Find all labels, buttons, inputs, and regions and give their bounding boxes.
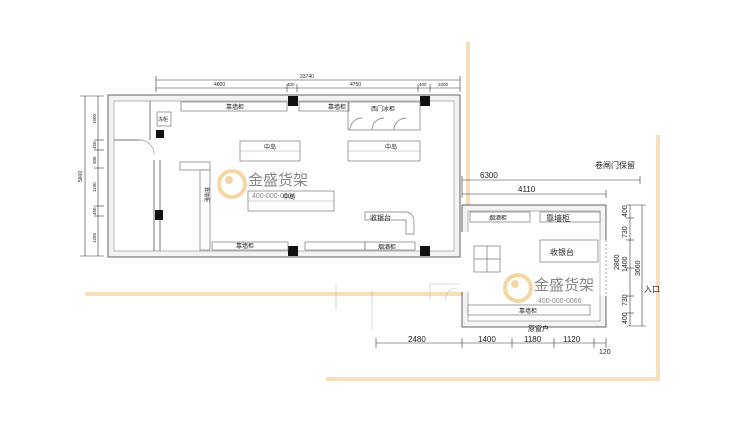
top-dimension-line <box>155 76 461 92</box>
wall-shelf-top <box>180 101 350 112</box>
svg-text:金盛货架: 金盛货架 <box>534 276 594 294</box>
dim-right-2: 730 <box>622 226 629 238</box>
wall-cabinet-bottom <box>467 304 591 316</box>
watermark-left: 金盛货架 400-000-0066 <box>217 169 308 200</box>
cashier-right <box>539 239 599 263</box>
dim-right-4: 1400 <box>622 256 629 272</box>
dim-left-5: 450 <box>92 207 97 215</box>
cashier-label: 收银台 <box>370 213 391 222</box>
dim-left-6: 1250 <box>92 232 97 243</box>
wall-cabinet-bottom-label: 靠墙柜 <box>519 307 537 315</box>
left-plan: 靠墙柜 靠墙柜 冻柜 西门冰柜 中岛 中岛 中岛 靠墙柜 <box>78 74 461 258</box>
drinks-fridge <box>347 101 421 131</box>
dim-bottom-1: 2480 <box>408 335 426 344</box>
dim-6300: 6300 <box>480 171 498 180</box>
wall-shelf-top-label: 靠墙柜 <box>226 103 244 111</box>
back-door-label: 原窗户 <box>528 324 549 333</box>
right-plan: 烟酒柜 靠墙柜 收银台 靠墙柜 卷闸门保留 入口 原窗户 6300 4110 <box>335 160 660 356</box>
island-3-label: 中岛 <box>283 193 295 201</box>
island-1-label: 中岛 <box>264 143 276 151</box>
storage-boxes <box>473 245 501 273</box>
wall-shelf-left <box>179 161 211 251</box>
right-bottom-dimensions <box>375 338 607 348</box>
dim-top-2: 400 <box>287 82 295 87</box>
dim-bottom-5: 120 <box>599 349 611 356</box>
column <box>288 96 298 106</box>
entrance-label: 入口 <box>644 285 660 294</box>
dim-top-4: 400 <box>419 82 427 87</box>
tobacco-cabinet-label: 烟酒柜 <box>378 243 396 251</box>
wall-cabinet-right-label: 靠墙柜 <box>546 213 570 223</box>
dim-left-total: 5600 <box>78 171 84 182</box>
right-top-dimensions <box>461 176 641 198</box>
cashier-right-label: 收银台 <box>550 247 574 257</box>
tall-cabinet <box>156 111 172 127</box>
dim-bottom-4: 1120 <box>563 335 581 344</box>
dim-top-total: 33740 <box>300 74 314 80</box>
shutter-label: 卷闸门保留 <box>595 160 635 170</box>
island-2-label: 中岛 <box>385 143 397 151</box>
watermark-right: 金盛货架 400-000-0066 <box>503 273 594 305</box>
tobacco-cabinet-right-label: 烟酒柜 <box>489 214 507 222</box>
svg-text:金盛货架: 金盛货架 <box>248 171 308 189</box>
column <box>288 246 298 256</box>
dim-bottom-3: 1180 <box>524 335 542 344</box>
drinks-fridge-label: 西门冰柜 <box>371 105 395 113</box>
dim-left-1: 1900 <box>92 113 97 124</box>
dim-right-5: 730 <box>622 294 629 306</box>
wall-shelf-top2-label: 靠墙柜 <box>328 103 346 111</box>
dim-right-6: 400 <box>622 312 629 324</box>
column <box>156 130 164 138</box>
dim-left-2: 450 <box>92 141 97 149</box>
wall-shelf-bottom <box>211 241 416 251</box>
right-side-dimensions <box>626 204 646 327</box>
dim-right-3: 2860 <box>614 254 621 270</box>
dim-top-3: 4750 <box>350 82 361 88</box>
svg-text:400-000-0066: 400-000-0066 <box>252 193 296 200</box>
wall-shelf-bottom-label: 靠墙柜 <box>236 242 254 250</box>
dim-bottom-2: 1400 <box>478 335 496 344</box>
wall-shelf-left-label: 靠墙柜 <box>203 187 210 202</box>
tobacco-cabinet-right <box>469 211 531 223</box>
wall-cabinet-right <box>539 211 601 223</box>
dim-right-total: 3660 <box>635 260 642 276</box>
cashier-counter <box>364 211 415 235</box>
column <box>420 96 430 106</box>
svg-text:400-000-0066: 400-000-0066 <box>538 298 582 305</box>
dim-top-5: 1000 <box>438 82 449 87</box>
left-dimension-line <box>80 95 104 257</box>
column <box>155 210 163 220</box>
dim-top-1: 4600 <box>214 82 225 88</box>
column <box>420 246 430 256</box>
tall-cabinet-label: 冻柜 <box>158 116 168 123</box>
dim-left-4: 1100 <box>92 182 97 192</box>
dim-4110: 4110 <box>518 185 536 194</box>
dim-right-1: 400 <box>622 205 629 217</box>
dim-left-3: 900 <box>92 156 97 164</box>
